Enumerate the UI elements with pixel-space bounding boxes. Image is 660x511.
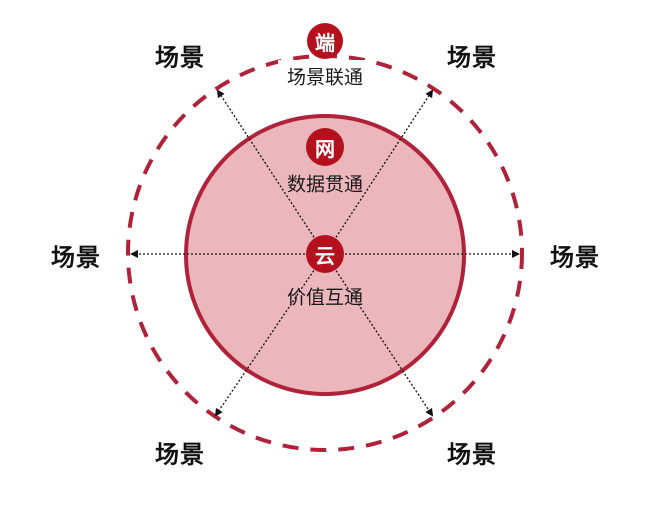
- arrow-bottom-left: [214, 253, 326, 417]
- arrow-top-right: [324, 89, 434, 255]
- scene-label-top-right: 场景: [447, 43, 497, 72]
- scene-label-bottom-right: 场景: [447, 440, 497, 469]
- scene-label-top-left: 场景: [155, 43, 205, 72]
- network-badge: 网: [306, 128, 344, 166]
- scene-label-left: 场景: [51, 243, 101, 272]
- edge-badge: 端: [307, 23, 343, 59]
- arrow-bottom-right: [324, 253, 434, 417]
- arrow-top-left: [216, 89, 326, 255]
- cloud-caption: 价值互通: [286, 286, 364, 309]
- network-caption: 数据贯通: [286, 173, 364, 196]
- cloud-badge: 云: [306, 235, 344, 273]
- scene-label-bottom-left: 场景: [155, 440, 205, 469]
- edge-caption: 场景联通: [286, 66, 364, 89]
- scene-label-right: 场景: [550, 243, 600, 272]
